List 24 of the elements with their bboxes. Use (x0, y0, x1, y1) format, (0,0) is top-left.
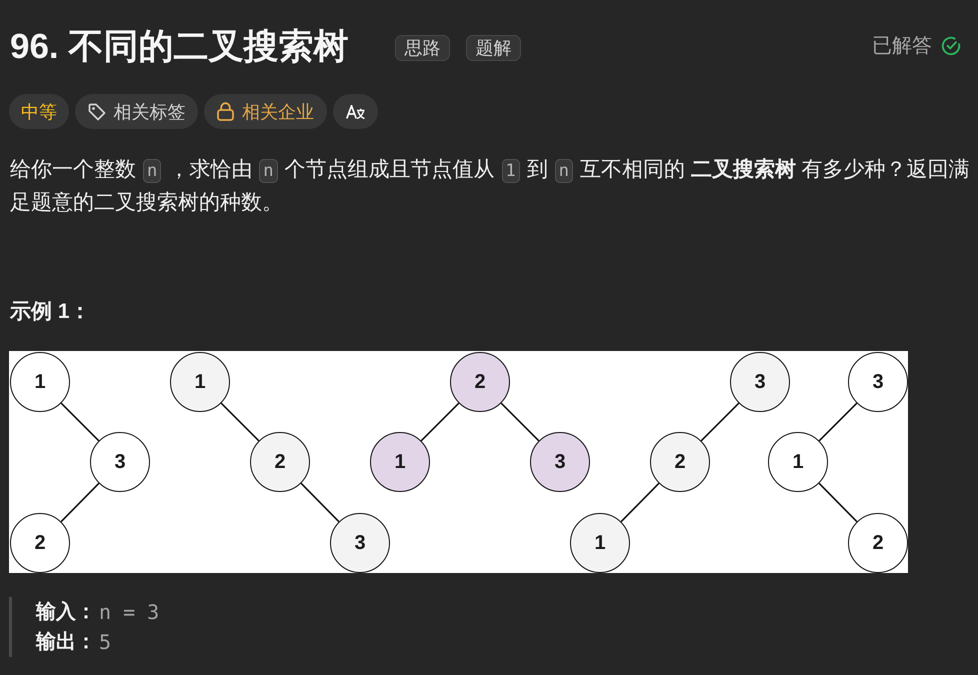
tree-edge (700, 402, 740, 442)
tree-edge (60, 482, 100, 522)
hint-button: 思路 (395, 35, 450, 61)
example-heading: 示例 1： (10, 299, 91, 325)
input-value: n = 3 (99, 599, 160, 626)
tree-edge (620, 482, 660, 522)
tree-edge (500, 402, 540, 442)
tree-edge (420, 402, 460, 442)
output-label: 输出： (36, 630, 96, 655)
companies-button: 相关企业 (204, 94, 327, 129)
problem-title: 96. 不同的二叉搜索树 (10, 26, 348, 68)
difficulty-tag: 中等 (9, 94, 69, 129)
input-label: 输入： (36, 600, 96, 625)
tree-edge (220, 402, 260, 442)
translate-button (333, 94, 378, 129)
tree-edge (60, 402, 100, 442)
tags-button: 相关标签 (75, 94, 198, 129)
output-value: 5 (99, 629, 112, 656)
tree-edge (818, 402, 858, 442)
solutions-button: 题解 (466, 35, 521, 61)
tree-edge (300, 482, 340, 522)
problem-description: 给你一个整数 n ，求恰由 n 个节点组成且节点值从 1 到 n 互不相同的 二叉搜索树 有多少种？返回满足题意的二叉搜索树的种数。 (10, 157, 971, 216)
tree-edge (818, 482, 858, 522)
status-text: 已解答 (872, 34, 932, 59)
